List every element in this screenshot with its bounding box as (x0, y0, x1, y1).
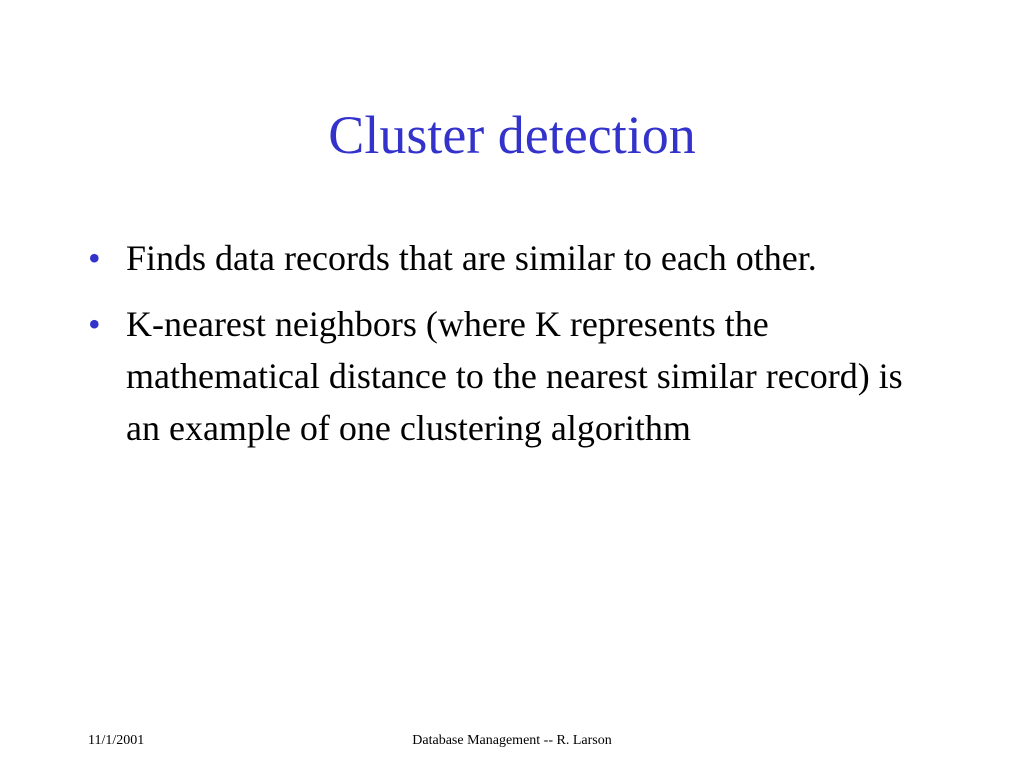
bullet-text: Finds data records that are similar to e… (126, 238, 817, 278)
bullet-item: • K-nearest neighbors (where K represent… (88, 298, 908, 454)
bullet-marker: • (88, 304, 101, 344)
bullet-marker: • (88, 238, 101, 278)
slide-title: Cluster detection (328, 105, 696, 165)
bullet-item: • Finds data records that are similar to… (88, 232, 908, 284)
footer-date: 11/1/2001 (88, 733, 145, 748)
bullet-list: • Finds data records that are similar to… (88, 232, 908, 468)
bullet-text: K-nearest neighbors (where K represents … (126, 304, 903, 448)
footer-title: Database Management -- R. Larson (412, 733, 612, 748)
